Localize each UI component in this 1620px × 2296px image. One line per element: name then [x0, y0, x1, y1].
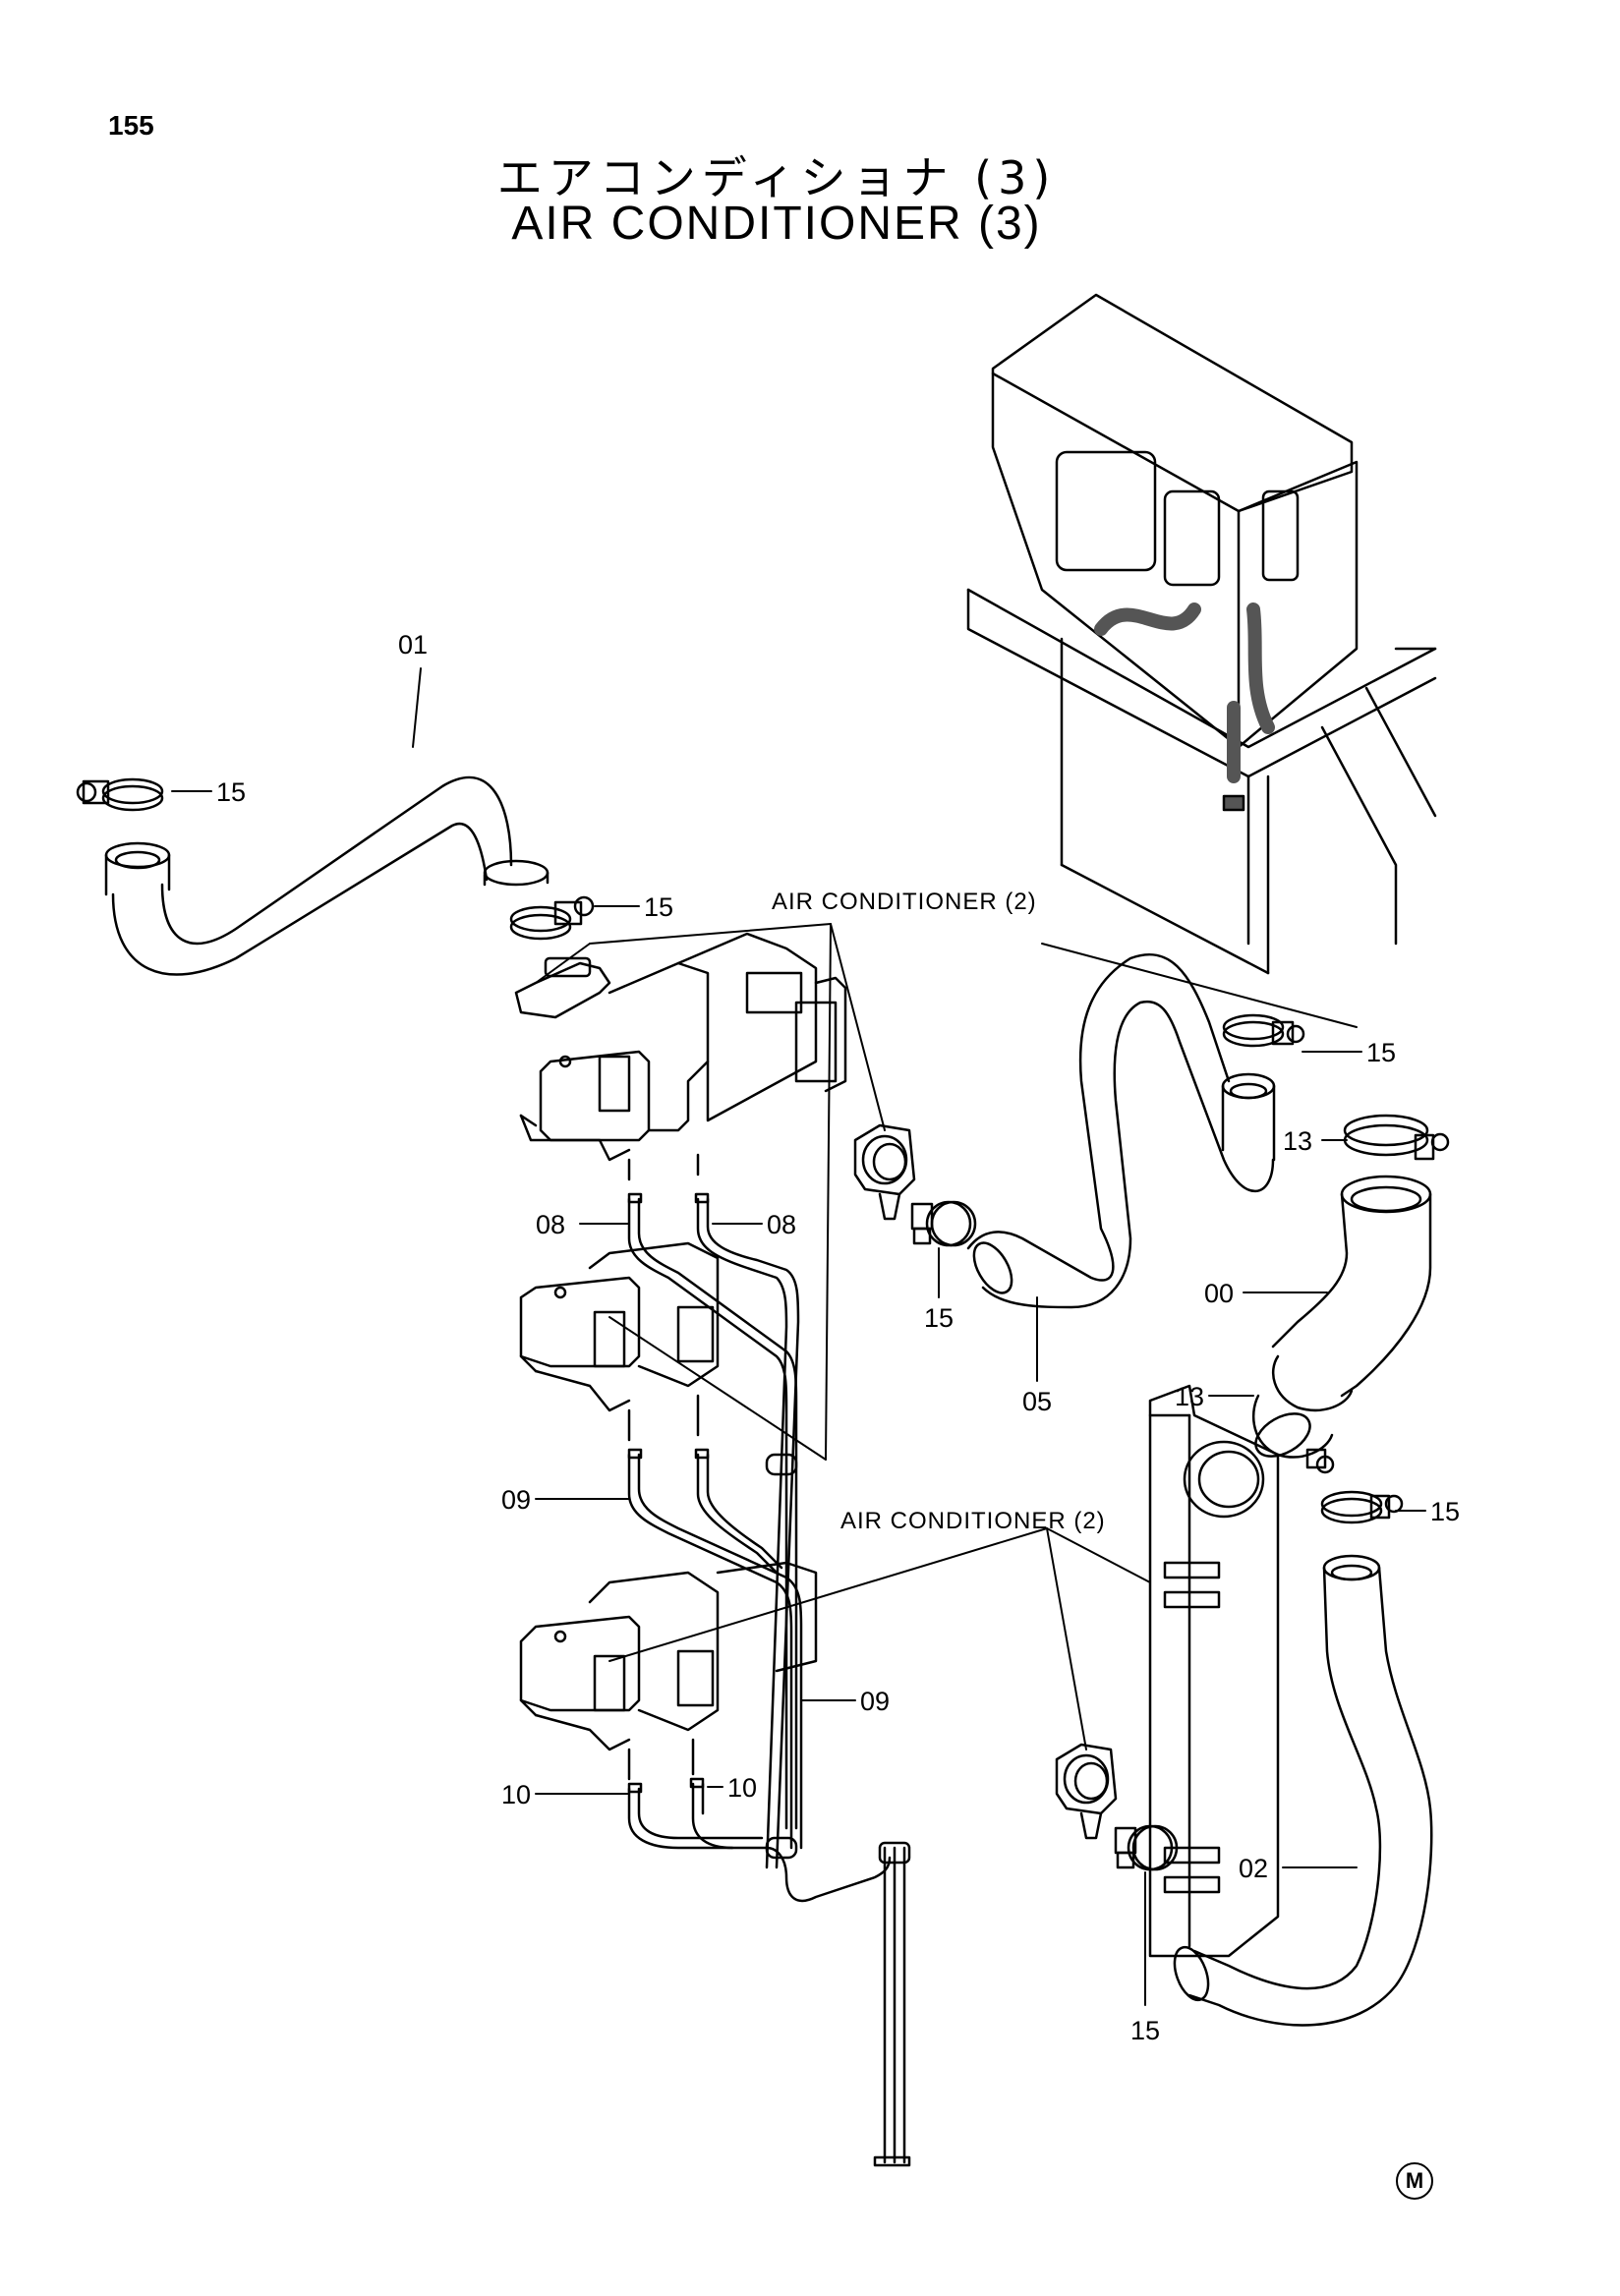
label-part-10-right: 10: [727, 1773, 757, 1803]
label-part-09-right: 09: [860, 1687, 890, 1716]
page-number: 155: [108, 110, 154, 141]
air-conditioner-unit-lower: [519, 1561, 818, 1781]
label-part-15-top-left: 15: [216, 777, 246, 807]
hose-02: [1173, 1554, 1433, 2027]
reference-air-conditioner-2-upper: AIR CONDITIONER (2): [772, 889, 1037, 915]
reference-air-conditioner-2-lower: AIR CONDITIONER (2): [840, 1508, 1106, 1534]
label-part-01: 01: [398, 630, 428, 660]
label-part-08-left: 08: [536, 1210, 565, 1239]
hose-05: [966, 952, 1276, 1309]
label-part-15-right-lower: 15: [1430, 1497, 1460, 1526]
label-part-15-right-upper: 15: [1366, 1038, 1396, 1067]
page-title-english: AIR CONDITIONER (3): [511, 198, 1042, 250]
page-title-japanese: エアコンディショナ (3): [496, 151, 1057, 204]
label-part-15-top-mid: 15: [644, 892, 673, 922]
label-part-15-bottom: 15: [1130, 2016, 1160, 2045]
duct-adapter-lower: [1055, 1743, 1118, 1840]
leader-lines: [171, 667, 1426, 2006]
label-part-13-lower: 13: [1175, 1382, 1204, 1411]
label-part-02: 02: [1239, 1854, 1268, 1883]
hose-00: [1251, 1175, 1432, 1459]
hose-clamp-mid: [910, 1200, 977, 1247]
label-part-13-upper: 13: [1283, 1126, 1312, 1156]
hose-clamp-13-lower: [1254, 1412, 1335, 1474]
label-part-08-right: 08: [767, 1210, 796, 1239]
air-conditioner-duct-box: [1148, 1384, 1280, 1958]
hose-01: [104, 775, 550, 976]
label-part-09-left: 09: [501, 1485, 531, 1515]
manufacturer-mark: M: [1396, 2162, 1433, 2200]
label-part-00: 00: [1204, 1279, 1234, 1308]
hose-clamp-top-mid: [509, 895, 595, 941]
hose-clamp-top-left: [76, 777, 164, 812]
label-part-15-mid: 15: [924, 1303, 954, 1333]
label-part-05: 05: [1022, 1387, 1052, 1416]
hose-clamp-right-upper: [1222, 1013, 1305, 1048]
hose-clamp-13-upper: [1343, 1114, 1450, 1161]
duct-adapter-upper: [853, 1123, 916, 1221]
hose-clamp-right-lower: [1320, 1490, 1404, 1524]
air-conditioner-unit-upper: [514, 932, 847, 1181]
machine-cab-illustration: [966, 293, 1437, 975]
drain-tubes: [627, 1192, 911, 2167]
air-conditioner-unit-middle: [519, 1241, 720, 1442]
label-part-10-left: 10: [501, 1780, 531, 1809]
